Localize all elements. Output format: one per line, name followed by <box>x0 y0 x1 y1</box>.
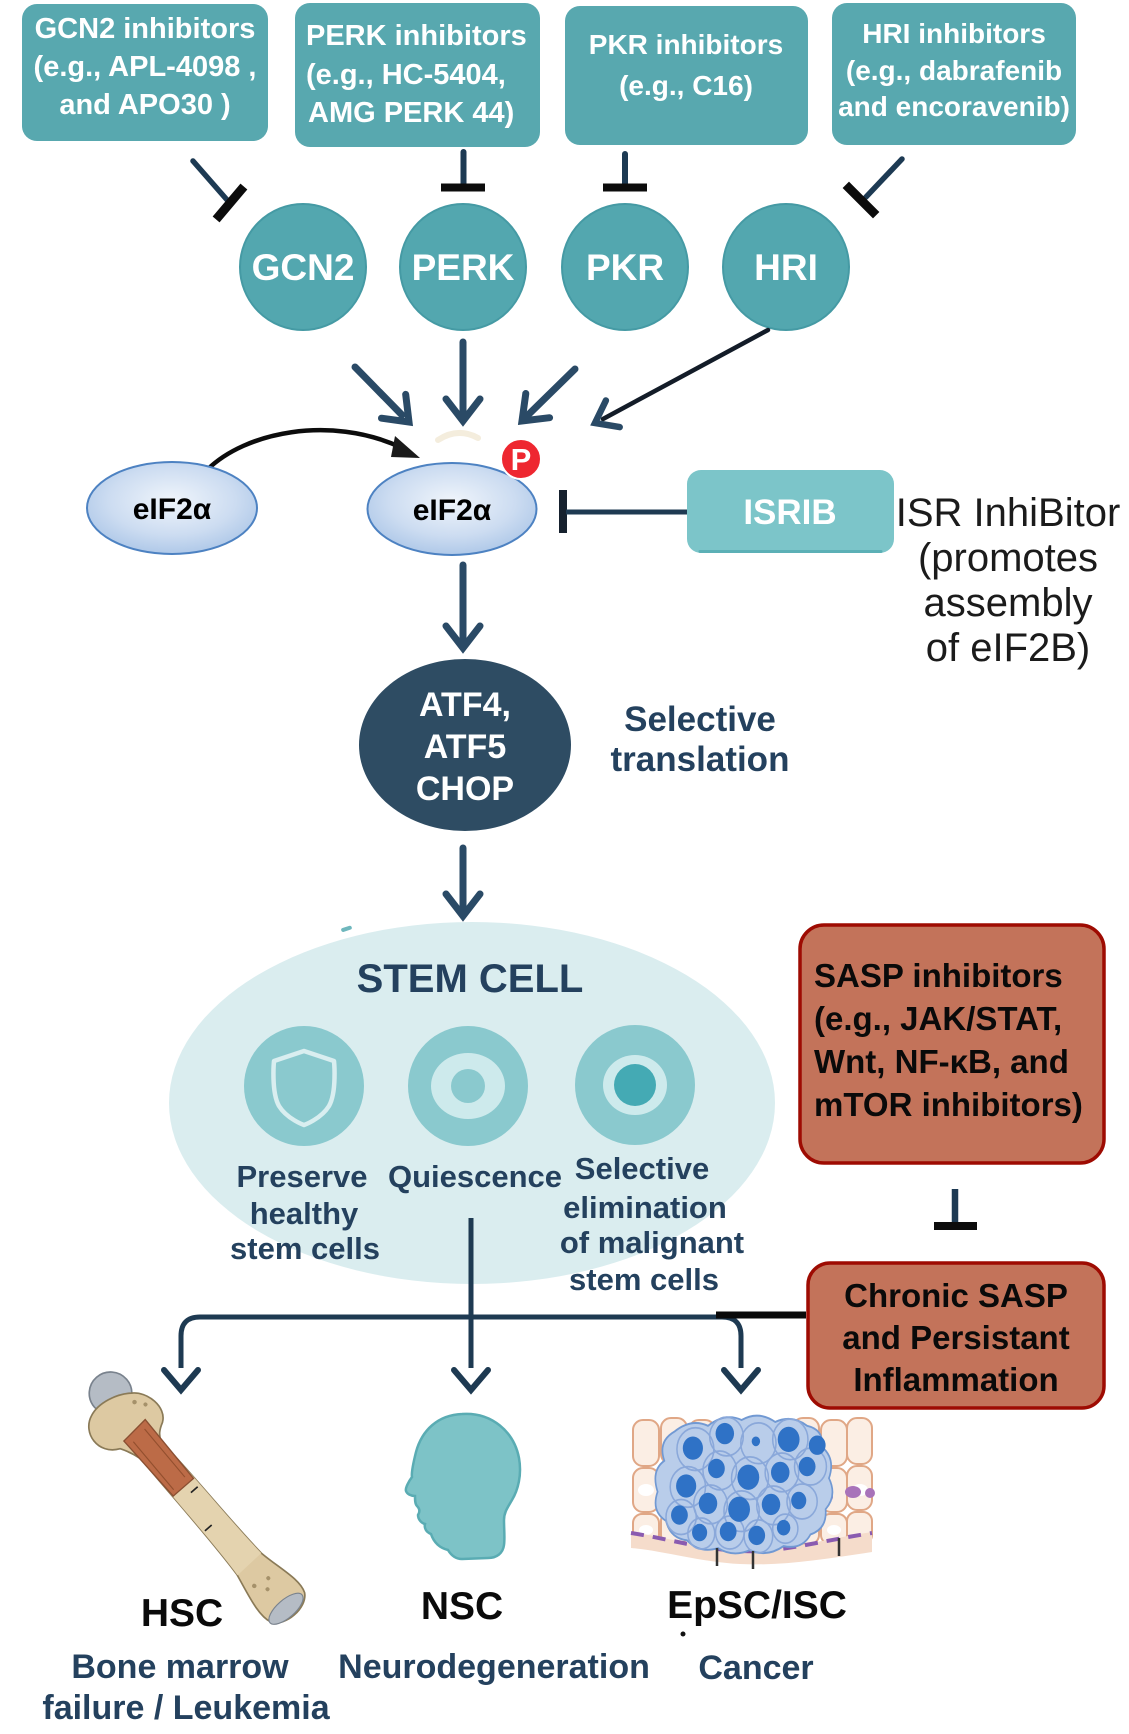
svg-text:Selective: Selective <box>575 1151 709 1186</box>
svg-text:NSC: NSC <box>421 1585 503 1628</box>
svg-text:healthy: healthy <box>250 1196 359 1231</box>
svg-text:Cancer: Cancer <box>698 1649 813 1687</box>
svg-text:and APO30 ): and APO30 ) <box>59 89 230 121</box>
svg-text:(e.g., dabrafenib: (e.g., dabrafenib <box>846 55 1062 86</box>
svg-text:eIF2α: eIF2α <box>133 493 212 526</box>
svg-text:and Persistant: and Persistant <box>842 1319 1069 1356</box>
svg-text:of malignant: of malignant <box>560 1225 744 1260</box>
svg-text:EpSC/ISC: EpSC/ISC <box>667 1584 847 1627</box>
svg-text:Inflammation: Inflammation <box>853 1361 1058 1398</box>
svg-text:(e.g., C16): (e.g., C16) <box>619 70 753 101</box>
svg-text:Quiescence: Quiescence <box>388 1159 562 1194</box>
svg-text:mTOR inhibitors): mTOR inhibitors) <box>814 1086 1083 1123</box>
svg-text:GCN2: GCN2 <box>252 247 355 288</box>
svg-text:ISR InhiBitor: ISR InhiBitor <box>896 491 1121 535</box>
svg-text:Chronic SASP: Chronic SASP <box>844 1277 1068 1314</box>
svg-text:eIF2α: eIF2α <box>413 494 492 527</box>
svg-text:ISRIB: ISRIB <box>743 493 836 532</box>
svg-text:(e.g., HC-5404,: (e.g., HC-5404, <box>306 59 506 91</box>
svg-text:(e.g., APL-4098 ,: (e.g., APL-4098 , <box>34 51 257 83</box>
svg-text:stem cells: stem cells <box>569 1262 719 1297</box>
svg-text:Wnt, NF-κB, and: Wnt, NF-κB, and <box>814 1043 1069 1080</box>
svg-text:Bone marrow: Bone marrow <box>71 1648 289 1686</box>
svg-text:Neurodegeneration: Neurodegeneration <box>338 1648 650 1686</box>
svg-text:HRI: HRI <box>754 247 818 288</box>
svg-text:P: P <box>511 442 532 477</box>
svg-text:Selective: Selective <box>624 700 776 739</box>
svg-text:(e.g., JAK/STAT,: (e.g., JAK/STAT, <box>814 1000 1062 1037</box>
svg-text:STEM CELL: STEM CELL <box>357 957 584 1001</box>
svg-text:AMG PERK 44): AMG PERK 44) <box>308 97 514 129</box>
svg-text:elimination: elimination <box>563 1190 727 1225</box>
svg-text:of eIF2B): of eIF2B) <box>926 626 1091 670</box>
svg-text:stem cells: stem cells <box>230 1231 380 1266</box>
svg-text:CHOP: CHOP <box>416 770 514 808</box>
svg-text:GCN2 inhibitors: GCN2 inhibitors <box>35 13 256 45</box>
svg-text:Preserve: Preserve <box>236 1159 367 1194</box>
svg-text:(promotes: (promotes <box>918 536 1098 580</box>
svg-text:SASP inhibitors: SASP inhibitors <box>814 957 1063 994</box>
svg-text:and encoravenib): and encoravenib) <box>838 91 1070 122</box>
svg-text:translation: translation <box>611 740 790 779</box>
svg-text:failure / Leukemia: failure / Leukemia <box>42 1689 330 1727</box>
svg-text:PERK: PERK <box>412 247 515 288</box>
svg-text:ATF5: ATF5 <box>424 728 506 766</box>
svg-text:PKR: PKR <box>586 247 664 288</box>
svg-text:HSC: HSC <box>141 1592 223 1635</box>
svg-text:ATF4,: ATF4, <box>419 686 511 724</box>
svg-text:PKR inhibitors: PKR inhibitors <box>589 29 783 60</box>
svg-text:HRI inhibitors: HRI inhibitors <box>862 18 1046 49</box>
svg-text:assembly: assembly <box>924 581 1093 625</box>
svg-text:PERK inhibitors: PERK inhibitors <box>306 20 527 52</box>
